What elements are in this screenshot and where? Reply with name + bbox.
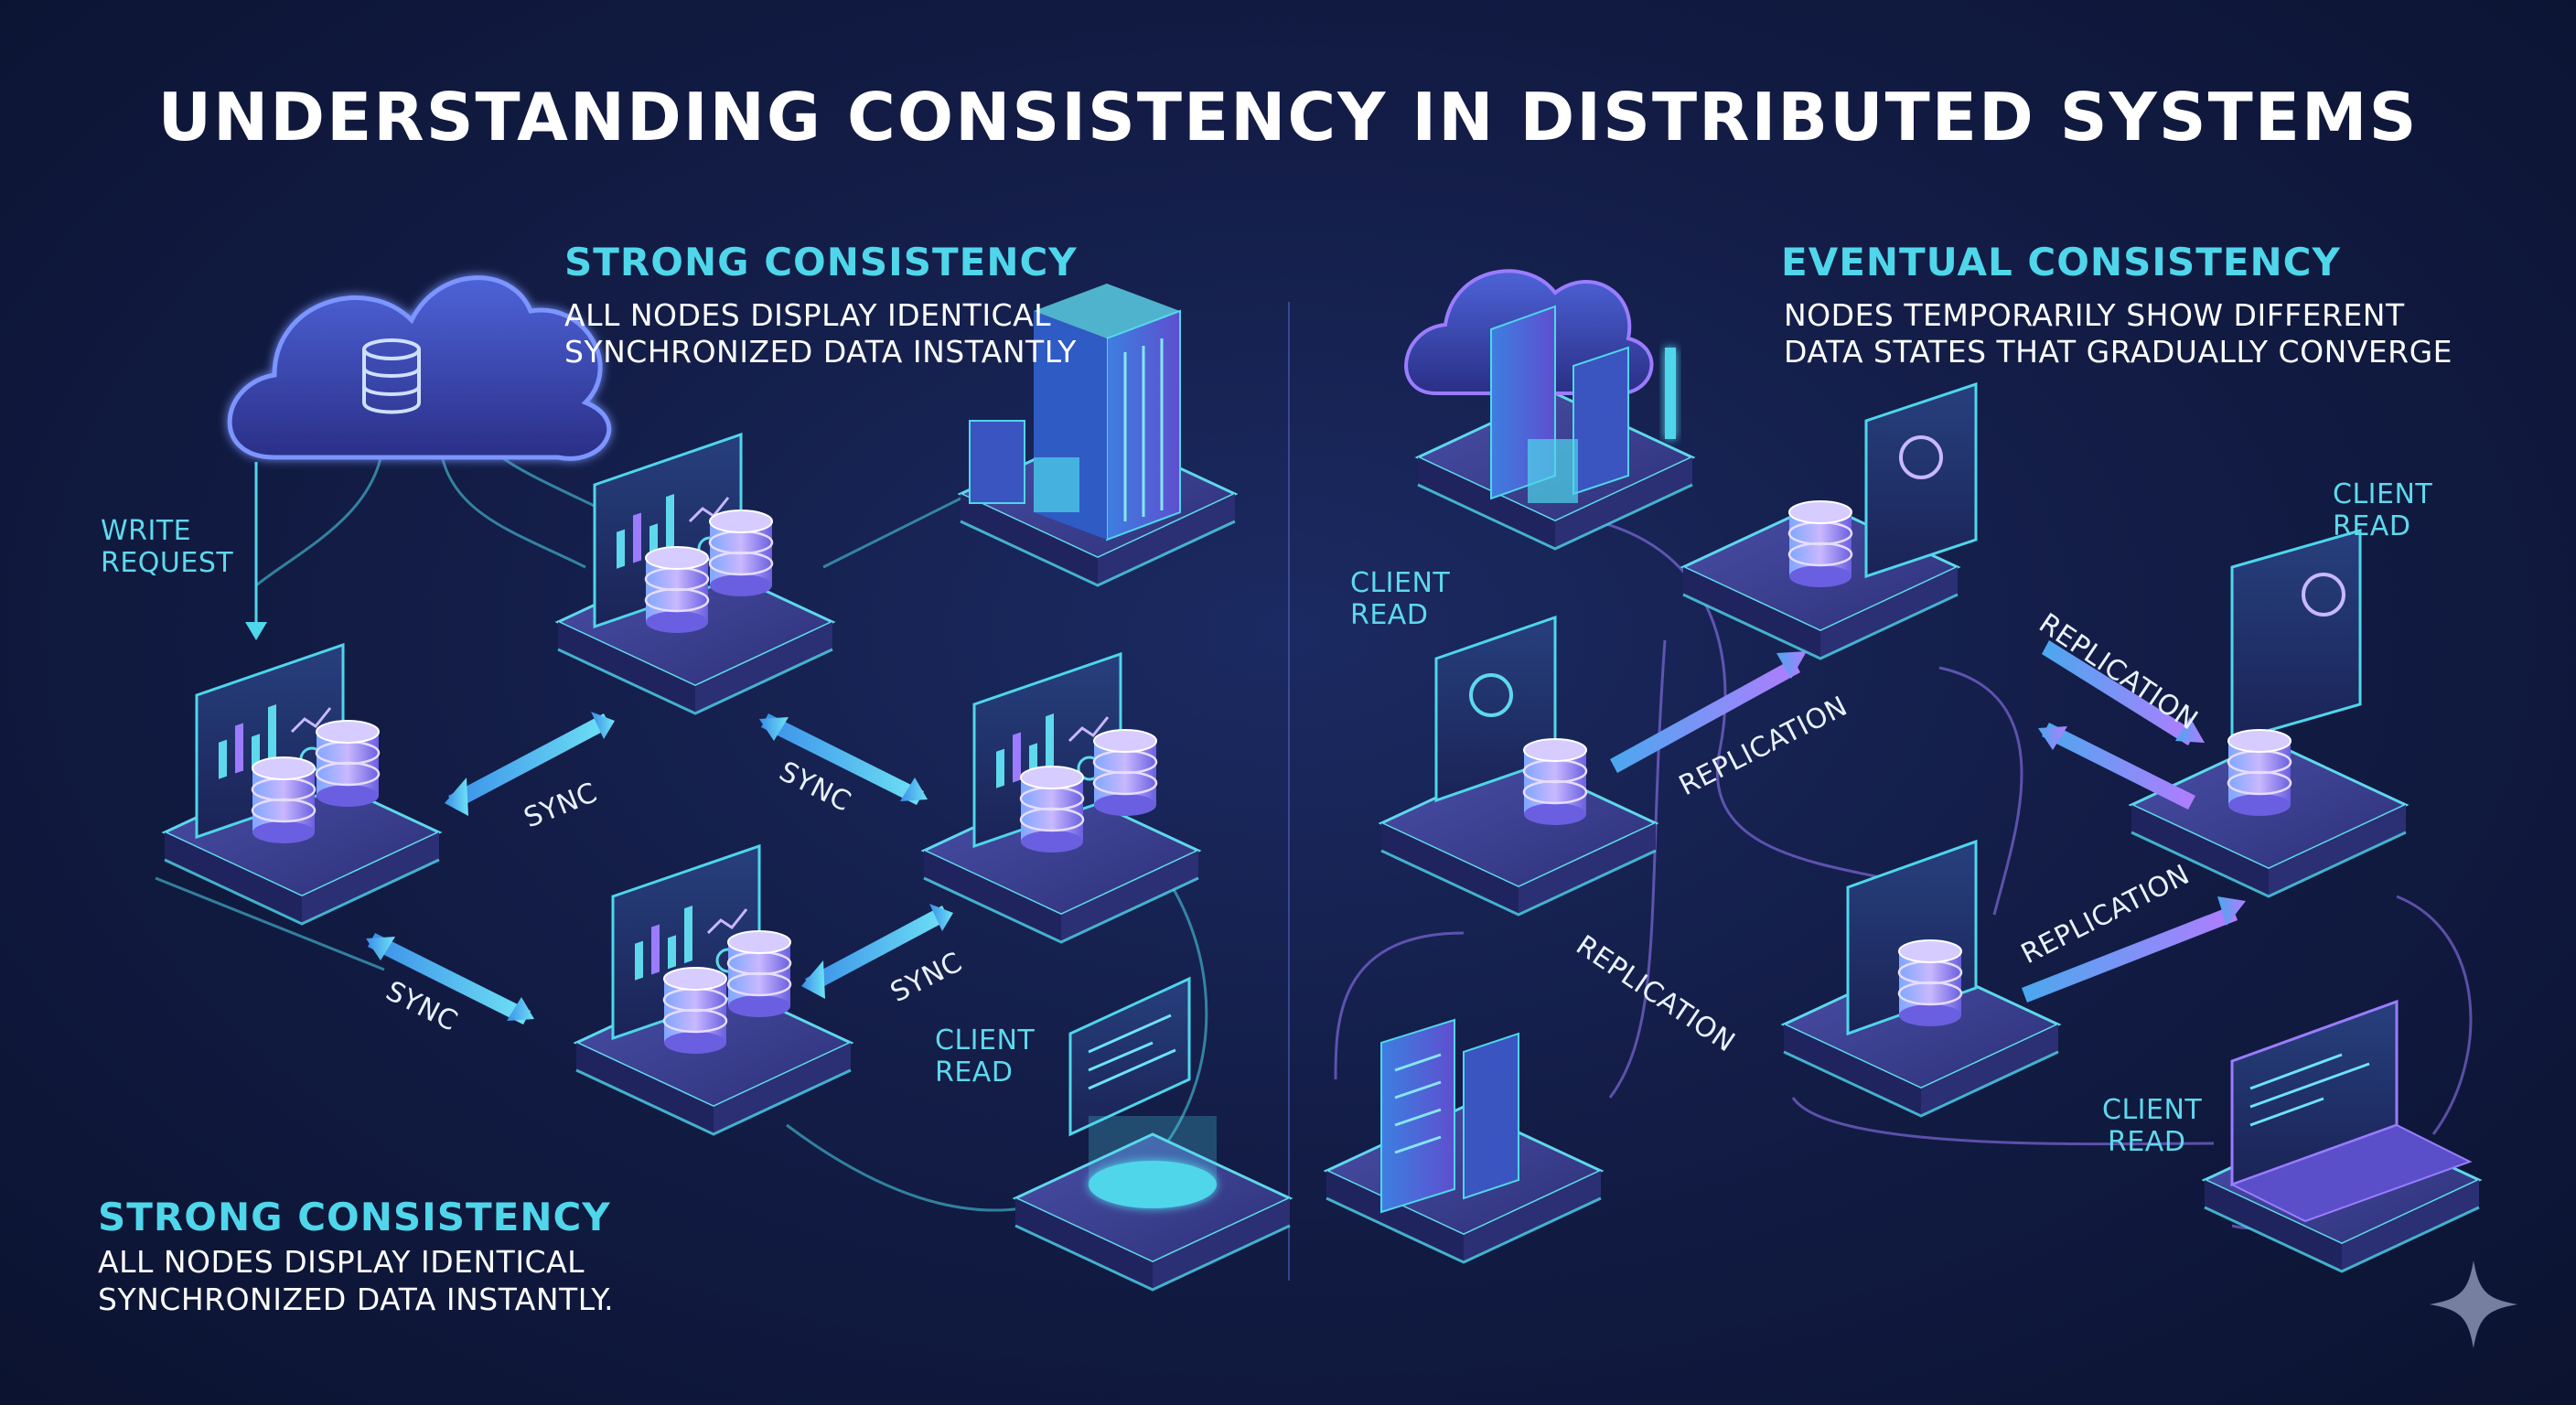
replication-arrow <box>1610 651 1807 773</box>
building-icon <box>959 284 1237 587</box>
sync-arrow <box>366 933 534 1024</box>
write-request-label-line1: WRITE <box>101 515 192 547</box>
server-node-icon <box>1379 615 1658 917</box>
eventual-heading: EVENTUAL CONSISTENCY <box>1781 240 2341 284</box>
strong-footer-heading: STRONG CONSISTENCY <box>98 1195 611 1239</box>
sync-arrow <box>445 712 615 816</box>
client-read-label-line2: READ <box>935 1056 1014 1089</box>
server-node-icon <box>922 652 1200 944</box>
page-title: UNDERSTANDING CONSISTENCY IN DISTRIBUTED… <box>157 79 2419 156</box>
sync-arrow <box>759 713 928 805</box>
client-read-label-line2: READ <box>2333 510 2411 542</box>
laptop-icon <box>2203 999 2481 1273</box>
client-read-label-line1: CLIENT <box>2333 478 2433 510</box>
client-read-label-line2: READ <box>2108 1126 2186 1158</box>
eventual-desc-line2: DATA STATES THAT GRADUALLY CONVERGE <box>1784 334 2453 370</box>
sync-arrow <box>801 904 953 999</box>
sparkle-icon <box>2430 1260 2517 1348</box>
client-read-terminal-icon <box>1014 976 1292 1292</box>
building-icon <box>1325 1018 1603 1264</box>
write-request-label-line2: REQUEST <box>101 547 234 579</box>
replication-arrow <box>2022 896 2246 1003</box>
client-read-label-line2: READ <box>1350 599 1429 631</box>
server-node-icon <box>1681 381 1978 660</box>
strong-footer-line2: SYNCHRONIZED DATA INSTANTLY. <box>98 1282 615 1317</box>
strong-desc-line2: SYNCHRONIZED DATA INSTANTLY <box>564 334 1077 370</box>
server-node-icon <box>2130 529 2408 898</box>
client-read-label-line1: CLIENT <box>935 1024 1036 1056</box>
server-node-icon <box>163 643 441 926</box>
replication-arrow <box>2038 640 2205 810</box>
client-read-label-line1: CLIENT <box>2102 1094 2203 1126</box>
cloud-database-icon <box>227 275 612 640</box>
client-read-label-line1: CLIENT <box>1350 567 1451 599</box>
strong-footer-line1: ALL NODES DISPLAY IDENTICAL <box>98 1244 585 1280</box>
server-node-icon <box>556 433 834 715</box>
building-icon <box>1404 269 1694 551</box>
strong-heading: STRONG CONSISTENCY <box>564 240 1078 284</box>
eventual-desc-line1: NODES TEMPORARILY SHOW DIFFERENT <box>1784 297 2405 333</box>
server-node-icon <box>1782 839 2060 1118</box>
strong-desc-line1: ALL NODES DISPLAY IDENTICAL <box>564 297 1052 333</box>
